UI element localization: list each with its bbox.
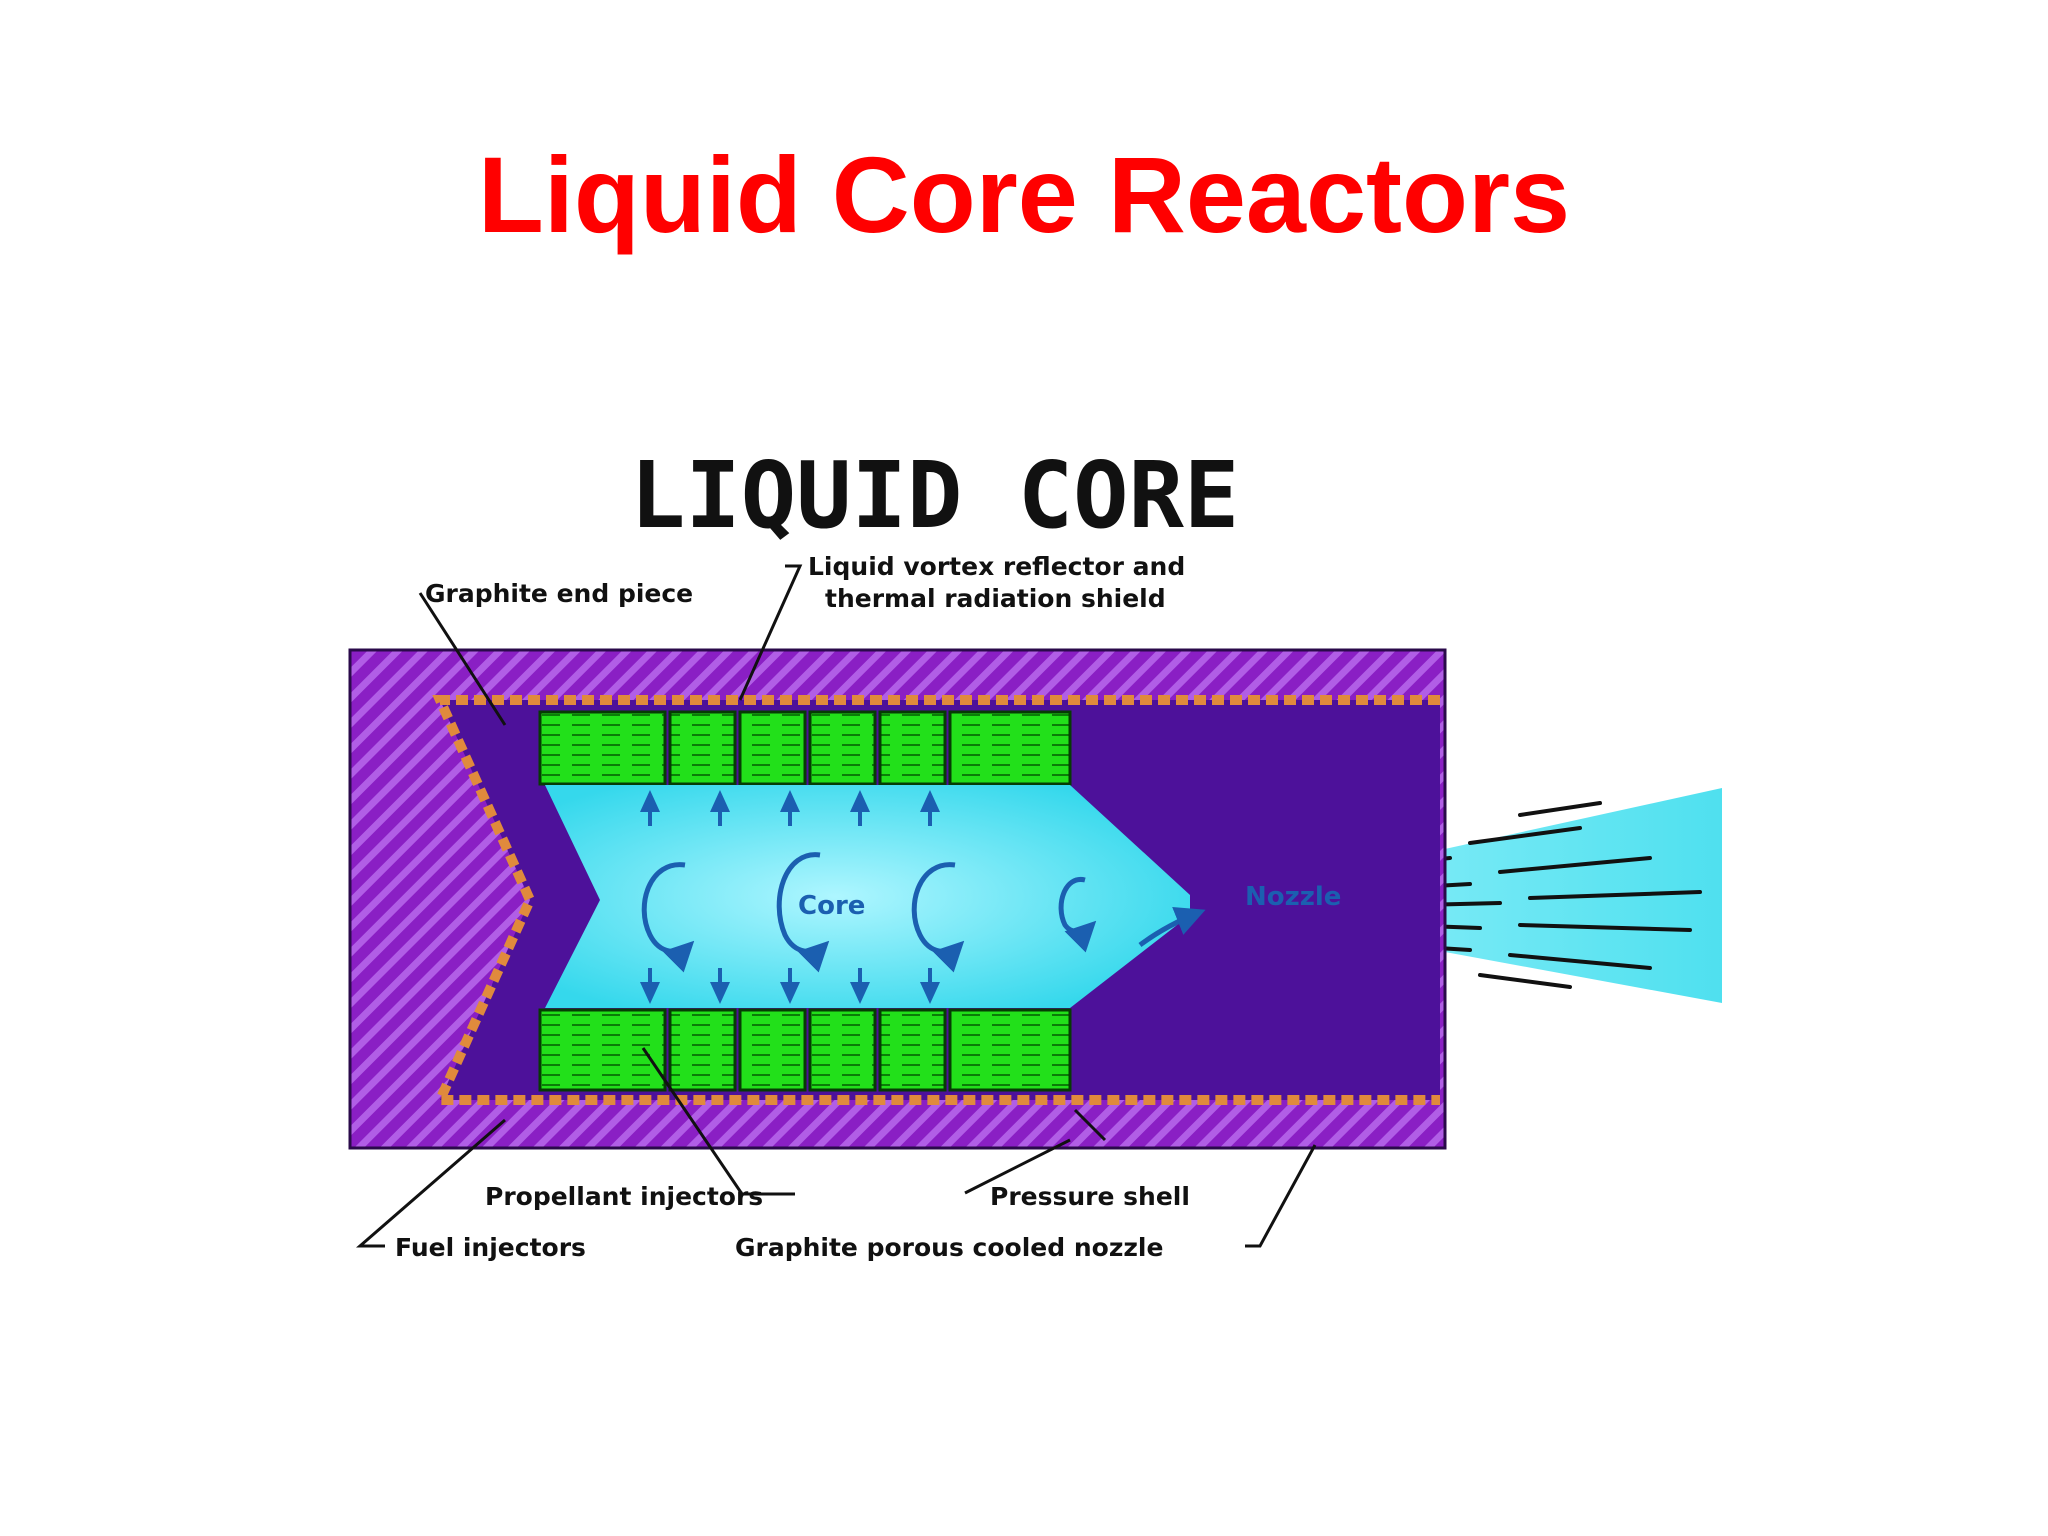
graphite-end-piece-label: Graphite end piece — [425, 579, 693, 608]
core-region — [545, 785, 1190, 1008]
vortex-swirls — [641, 852, 1206, 973]
liner — [432, 695, 1440, 1105]
graphite-nozzle-label: Graphite porous cooled nozzle — [735, 1233, 1163, 1262]
vortex-reflector-label-2: thermal radiation shield — [825, 584, 1166, 613]
injector-arrows — [640, 790, 940, 1004]
leader-lines — [355, 564, 1317, 1248]
nozzle-label: Nozzle — [1245, 882, 1341, 912]
pressure-shell-label: Pressure shell — [990, 1182, 1190, 1211]
propellant-injectors-label: Propellant injectors — [485, 1182, 763, 1211]
core-label: Core — [798, 891, 865, 921]
diagram-banner: LIQUID CORE — [630, 442, 1239, 549]
reflector-blocks-top — [538, 710, 1072, 786]
reflector-blocks-bottom — [538, 1008, 1072, 1092]
vortex-reflector-label-1: Liquid vortex reflector and — [808, 552, 1185, 581]
slide-title: Liquid Core Reactors — [477, 134, 1571, 255]
fuel-injectors-label: Fuel injectors — [395, 1233, 586, 1262]
